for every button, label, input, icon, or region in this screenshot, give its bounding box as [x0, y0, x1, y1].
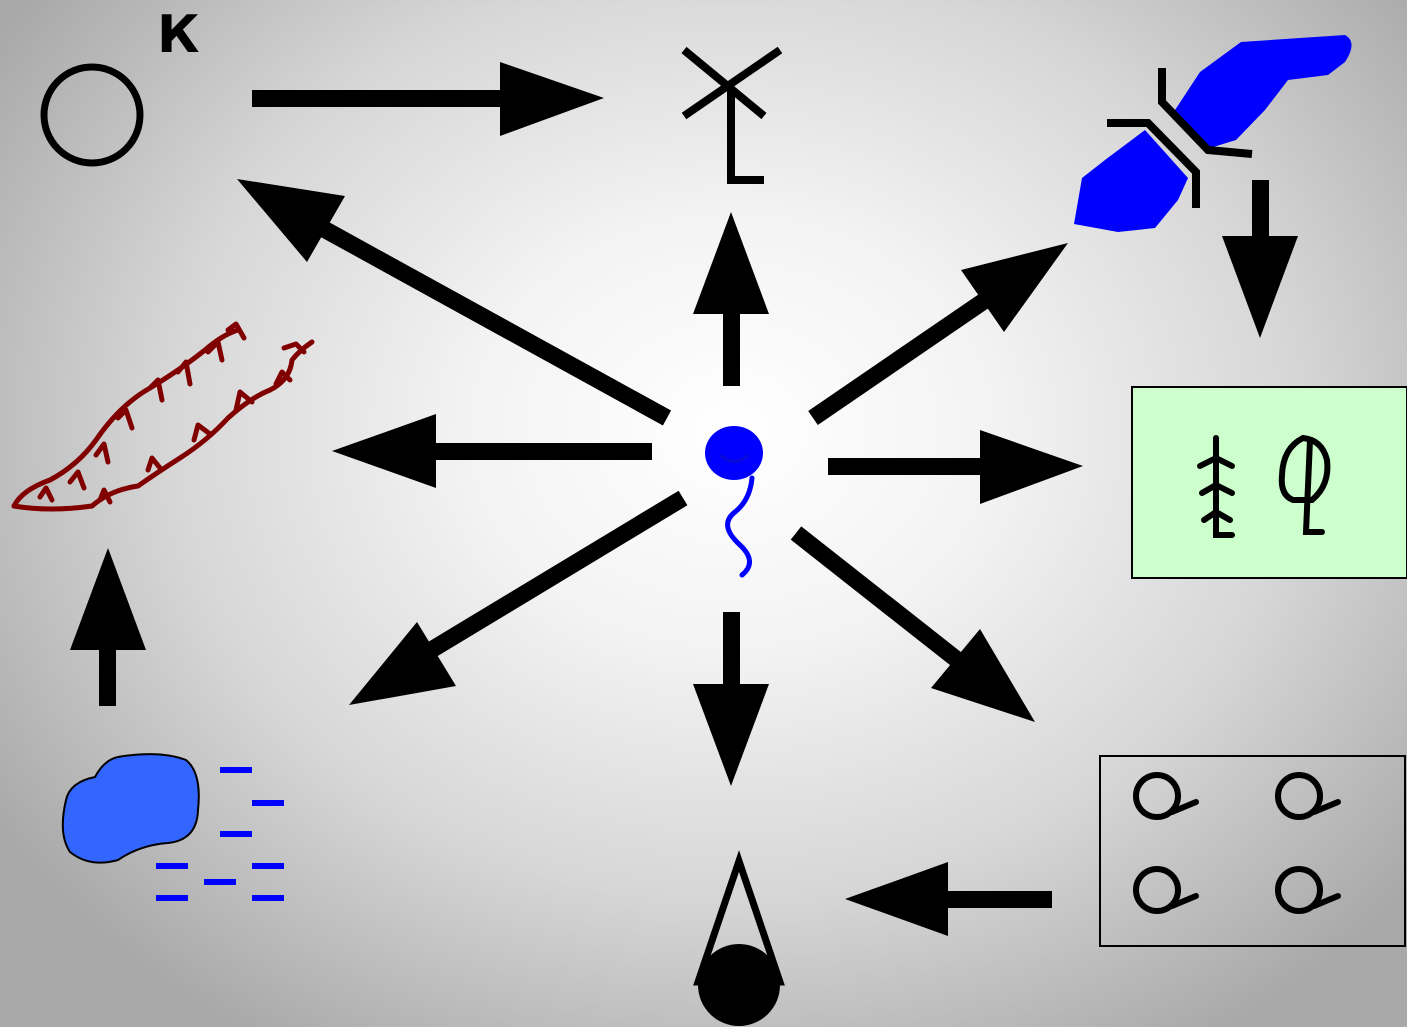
well-icon [40, 63, 144, 167]
triangulation-point-icon [693, 850, 785, 1026]
arrows [70, 62, 1298, 936]
swamp-lake-icon [61, 753, 284, 901]
arrow-center-lower-right [790, 526, 1035, 722]
bridge-river-icon [1074, 35, 1352, 232]
windmill-icon [681, 46, 783, 184]
arrow-center-up [693, 212, 769, 386]
arrow-center-lower-left [349, 490, 688, 705]
forest-icon [1131, 386, 1407, 579]
arrow-garden-to-point [845, 862, 1052, 936]
arrow-center-down [693, 612, 769, 786]
arrow-swamp-to-ravine [70, 548, 146, 706]
garden-icon [1099, 755, 1406, 947]
arrow-center-right [828, 430, 1083, 504]
ravine-icon [11, 321, 315, 512]
arrow-center-upper-right [808, 243, 1068, 426]
arrow-center-upper-left [237, 179, 672, 426]
well-label: К [157, 5, 200, 65]
arrow-well-to-windmill [252, 62, 604, 136]
arrow-bridge-to-forest [1222, 180, 1298, 338]
center-spring-icon [705, 426, 763, 578]
arrow-center-left [332, 414, 652, 488]
